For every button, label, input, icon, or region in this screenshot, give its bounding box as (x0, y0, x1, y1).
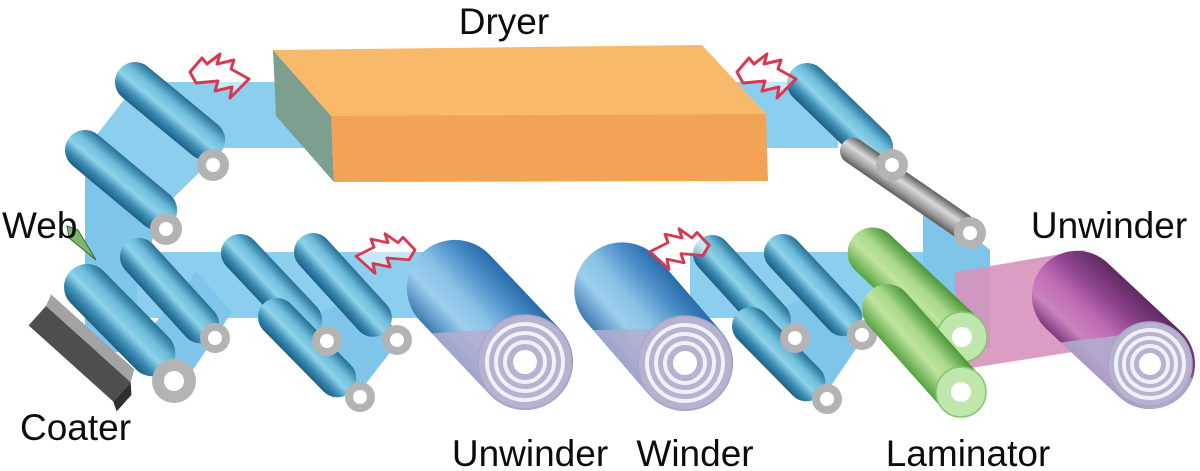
roll-end-spiral (637, 315, 733, 411)
roller-hub (382, 325, 412, 355)
guide-rollers (64, 62, 986, 414)
guide-roller (693, 235, 791, 339)
roller-hubs (150, 149, 986, 414)
roll-body (406, 239, 573, 410)
dryer-label: Dryer (459, 1, 549, 42)
web-pointer-icon (66, 225, 97, 261)
roller-hub (200, 323, 230, 353)
guide-roller (732, 307, 826, 402)
gray-idler-roller (840, 138, 975, 239)
coater-front-face (28, 306, 131, 402)
direction-arrow-left-icon (354, 232, 417, 275)
roller-hub (345, 382, 375, 412)
roller-hub (954, 217, 986, 249)
guide-roller (294, 233, 392, 337)
web-upper-left-diagonal-band (85, 83, 211, 212)
unwinder-film-label: Unwinder (1031, 205, 1187, 246)
guide-roller (120, 237, 220, 344)
direction-arrow-right-icon (188, 52, 251, 100)
roller-hub (876, 149, 908, 181)
roll-end-spiral (477, 314, 573, 410)
unwinder-film-roll (1031, 250, 1196, 428)
roller-hub (812, 384, 842, 414)
web-bottom-left-band (137, 252, 480, 318)
roller-hub (780, 323, 810, 353)
roller-hub (152, 359, 196, 403)
laminator-roller-end (935, 366, 987, 418)
roller-hub (312, 326, 342, 356)
direction-arrow-left-icon (648, 227, 711, 271)
coating-roller (64, 264, 176, 377)
coater-top-face (46, 294, 135, 383)
coater-blade (28, 294, 135, 412)
unwinder-supply-label: Unwinder (452, 433, 608, 471)
direction-arrows (188, 52, 798, 275)
guide-roller (258, 298, 357, 398)
guide-roller (787, 62, 894, 168)
roller-hub (150, 213, 182, 245)
roller-hub (847, 320, 877, 350)
direction-arrow-right-icon (735, 52, 798, 100)
dryer-front-face (331, 114, 768, 182)
roll-end-spiral (1107, 321, 1193, 407)
coater-label: Coater (20, 407, 131, 448)
winder-label: Winder (636, 433, 753, 471)
dryer-box (273, 45, 768, 182)
roller-hub (197, 149, 229, 181)
winder-roll (574, 242, 733, 431)
web-label: Web (2, 205, 77, 246)
unwinder-supply-roll (406, 239, 573, 430)
dryer-top-face (273, 45, 766, 116)
laminator-label: Laminator (886, 433, 1051, 471)
guide-roller (115, 62, 226, 161)
guide-roller (764, 234, 863, 337)
coater-end-face (113, 382, 132, 412)
guide-roller (65, 130, 178, 231)
dryer-side-face (273, 50, 334, 182)
laminator-rollers (847, 227, 988, 418)
roller-bodies (64, 62, 975, 402)
